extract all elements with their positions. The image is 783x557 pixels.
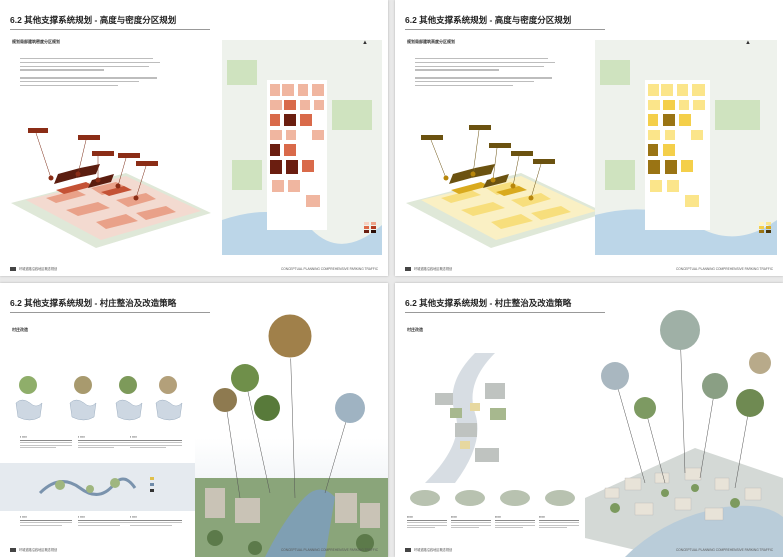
page-title: 6.2 其他支撑系统规划 - 高度与密度分区规划 [10,14,210,30]
strategy-icons-row [410,490,575,506]
density-legend [364,222,376,234]
village-map-band [0,463,195,511]
village-site-plan [425,353,506,483]
page-height-zoning: 6.2 其他支撑系统规划 - 高度与密度分区规划 规划局部建筑高度分区规划 [395,0,783,276]
page-subtitle: 规划局部建筑高度分区规划 [407,39,455,44]
village-diagram-row [15,376,183,421]
page-title: 6.2 其他支撑系统规划 - 村庄整治及改造策略 [405,297,605,313]
body-text-block [415,58,555,88]
strategy-block: ▪ ▪▪▪▪ [20,515,72,527]
footer-right: CONCEPTUAL PLANNING COMPREHENSIVE PARKIN… [281,267,378,271]
village-aerial-photo [195,313,388,557]
height-axonometric-map [406,125,606,248]
logo-icon [405,266,411,271]
footer-left: 环城道路沿线地区概念规划 [10,547,57,552]
footer-left: 环城道路沿线地区概念规划 [10,266,57,271]
density-plan-map [222,40,382,255]
strategy-block: ▪ ▪▪▪▪ [78,515,130,527]
logo-icon [405,547,411,552]
strategy-block: ▪▪▪▪▪ [407,515,447,530]
strategy-block: ▪▪▪▪▪ [495,515,535,530]
page-subtitle: 规划局部建筑密度分区规划 [12,39,60,44]
page-density-zoning: 6.2 其他支撑系统规划 - 高度与密度分区规划 规划局部建筑密度分区规划 [0,0,388,276]
page-title: 6.2 其他支撑系统规划 - 村庄整治及改造策略 [10,297,210,313]
logo-icon [10,547,16,552]
footer-right: CONCEPTUAL PLANNING COMPREHENSIVE PARKIN… [281,548,378,552]
north-arrow-icon: ▲ [745,40,751,46]
page-village-renovation-a: 6.2 其他支撑系统规划 - 村庄整治及改造策略 村庄改造 ▪ ▪▪▪▪ ▪ ▪… [0,283,388,557]
north-arrow-icon: ▲ [362,40,368,46]
strategy-block: ▪ ▪▪▪▪ [130,515,182,527]
body-text-block [20,58,160,88]
footer-right: CONCEPTUAL PLANNING COMPREHENSIVE PARKIN… [676,548,773,552]
strategy-block: ▪ ▪▪▪▪ [20,435,72,450]
page-subtitle: 村庄改造 [407,327,423,332]
density-axonometric-map [11,128,211,248]
strategy-block: ▪ ▪▪▪▪ [78,435,130,450]
page-subtitle: 村庄改造 [12,327,28,332]
page-title: 6.2 其他支撑系统规划 - 高度与密度分区规划 [405,14,605,30]
footer-left: 环城道路沿线地区概念规划 [405,547,452,552]
height-plan-map [595,40,777,255]
strategy-block: ▪▪▪▪▪ [451,515,491,530]
strategy-block: ▪ ▪▪▪▪ [130,435,182,450]
page-village-renovation-b: 6.2 其他支撑系统规划 - 村庄整治及改造策略 村庄改造 ▪▪▪▪▪ ▪▪▪▪… [395,283,783,557]
footer-left: 环城道路沿线地区概念规划 [405,266,452,271]
height-legend [759,222,771,234]
village-axonometric-view [585,310,783,557]
logo-icon [10,266,16,271]
footer-right: CONCEPTUAL PLANNING COMPREHENSIVE PARKIN… [676,267,773,271]
strategy-block: ▪▪▪▪▪ [539,515,579,530]
